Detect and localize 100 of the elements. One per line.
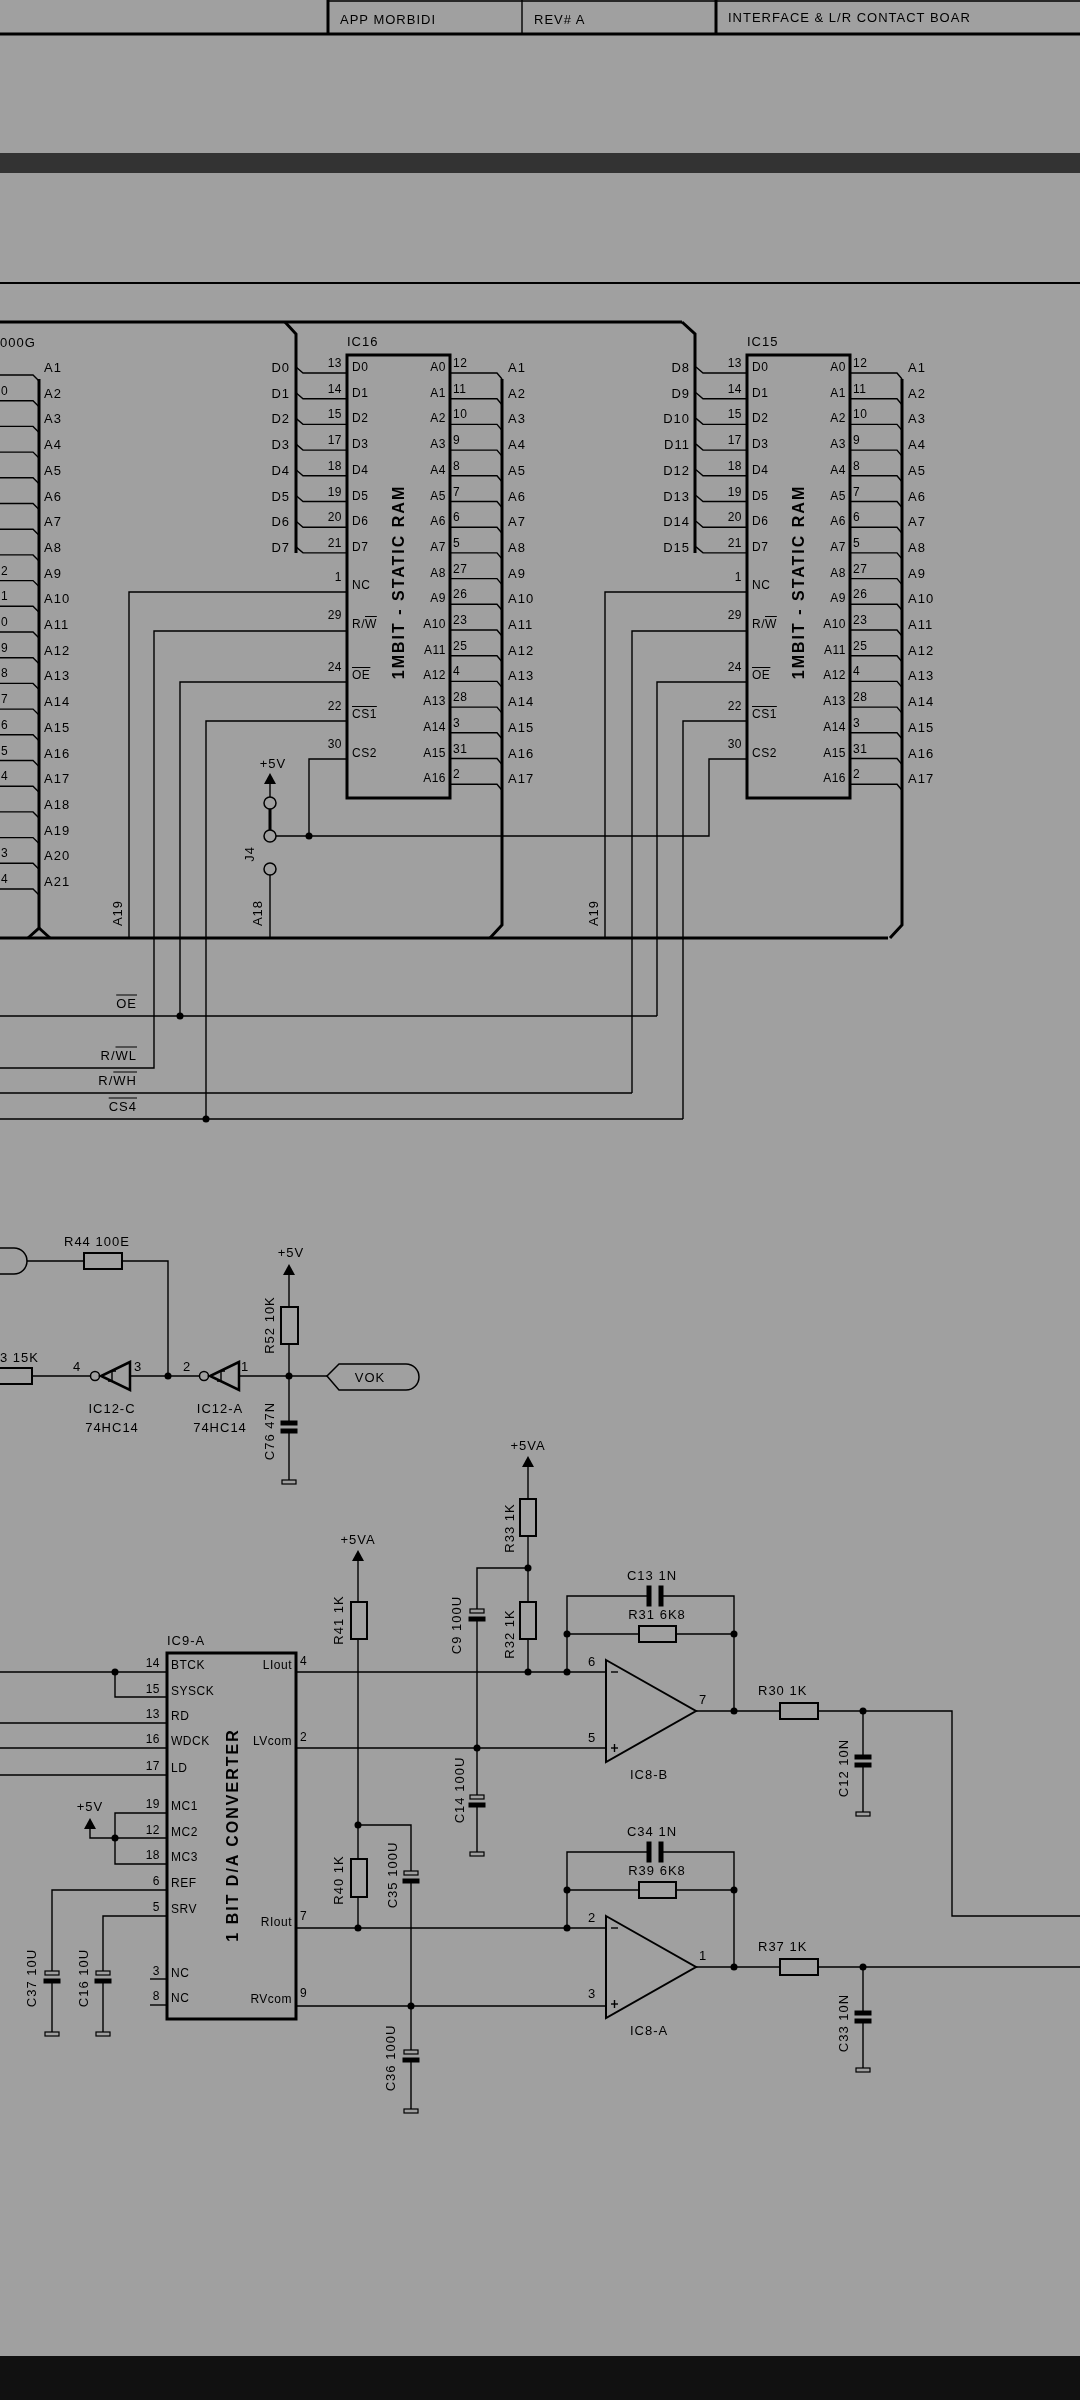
pin-name: D2 xyxy=(752,412,769,425)
pin-name: A11 xyxy=(424,643,446,656)
pin-name: A12 xyxy=(823,669,846,682)
net-label: D15 xyxy=(663,540,690,554)
pin-number: 8 xyxy=(152,1990,160,2002)
net-label: A4 xyxy=(508,437,526,451)
pin-number: 8 xyxy=(453,459,461,472)
pin-number: 1 xyxy=(698,1948,708,1962)
component-label: C9 100U xyxy=(449,1595,463,1655)
net-label: A12 xyxy=(44,643,71,657)
pin-name: LVcom xyxy=(253,1735,292,1747)
pin-name: A14 xyxy=(423,720,446,733)
pin-name: A3 xyxy=(830,438,846,451)
pin-number: 2 xyxy=(853,768,861,781)
pin-name: RIout xyxy=(260,1916,292,1928)
pin-name: D4 xyxy=(352,463,369,476)
component-label: R52 10K xyxy=(262,1296,276,1354)
pin-name: D0 xyxy=(752,361,769,373)
component-label: C12 10N xyxy=(836,1738,850,1798)
pin-number: 19 xyxy=(145,1798,160,1810)
pin-name: LD xyxy=(171,1762,188,1774)
pin-name: A0 xyxy=(830,361,846,373)
pin-number: 20 xyxy=(727,511,742,524)
net-label: A9 xyxy=(44,566,62,580)
chip-function-label: 1MBIT - STATIC RAM xyxy=(791,484,807,680)
component-label: R32 1K xyxy=(502,1609,516,1659)
net-label: D7 xyxy=(271,540,290,554)
pin-number: 18 xyxy=(145,1849,160,1861)
component-label: R30 1K xyxy=(758,1683,808,1697)
net-label: A21 xyxy=(44,874,71,888)
pin-number: 18 xyxy=(727,459,742,472)
pin-number: 17 xyxy=(145,1760,160,1772)
net-label: D5 xyxy=(271,489,290,502)
net-label: D14 xyxy=(663,514,690,528)
pin-name: D5 xyxy=(352,489,369,502)
net-label: A5 xyxy=(44,463,62,477)
voltage-label: +5V xyxy=(259,756,287,770)
component-label: R41 1K xyxy=(331,1595,345,1645)
pin-number: 11 xyxy=(453,382,467,395)
pin-number: 28 xyxy=(853,691,868,704)
pin-name: CS2 xyxy=(752,747,777,759)
pin-name: D3 xyxy=(752,438,769,451)
pin-number: 20 xyxy=(327,511,342,524)
pin-number: 2 xyxy=(453,768,461,781)
pin-name: R/W xyxy=(352,618,377,630)
pin-name: A13 xyxy=(423,695,446,708)
pin-number: 28 xyxy=(453,691,468,704)
pin-number: 27 xyxy=(853,562,868,575)
net-label: D0 xyxy=(271,360,290,374)
pin-name: A1 xyxy=(430,386,446,399)
pin-name: WDCK xyxy=(171,1735,210,1747)
title-block-text: INTERFACE & L/R CONTACT BOAR xyxy=(728,10,971,24)
net-label: A8 xyxy=(508,540,526,554)
pin-number: 23 xyxy=(453,614,468,626)
pin-name: A5 xyxy=(830,489,846,502)
pin-name: A6 xyxy=(430,515,446,528)
net-label: A8 xyxy=(908,540,926,554)
component-label: J4 xyxy=(242,846,256,862)
pin-name: A7 xyxy=(430,540,446,553)
pin-name: A7 xyxy=(830,540,846,553)
net-label: A15 xyxy=(908,720,935,734)
net-label: A17 xyxy=(44,771,71,785)
net-label: A14 xyxy=(44,694,71,708)
pin-name: NC xyxy=(171,1967,190,1979)
component-label: R40 1K xyxy=(331,1855,345,1905)
net-label: A16 xyxy=(508,746,535,759)
pin-number: 5 xyxy=(453,536,461,549)
net-label: D2 xyxy=(271,411,290,425)
pin-number: 6 xyxy=(152,1875,160,1887)
net-label: A10 xyxy=(908,591,935,605)
net-label: R/WH xyxy=(98,1073,137,1087)
pin-name: D0 xyxy=(352,361,369,373)
pin-number: 2 xyxy=(182,1359,192,1373)
net-label: A8 xyxy=(44,540,62,554)
pin-name: A16 xyxy=(823,772,846,785)
net-label: A5 xyxy=(508,463,526,477)
pin-number: 0 xyxy=(1,616,9,628)
component-label: IC8-B xyxy=(630,1767,669,1781)
pin-number: 3 xyxy=(1,847,9,860)
pin-number: 11 xyxy=(853,382,867,395)
pin-name: NC xyxy=(752,579,771,591)
pin-name: CS1 xyxy=(752,708,777,720)
pin-number: 21 xyxy=(727,536,742,549)
net-label: A19 xyxy=(110,899,124,927)
pin-number: 16 xyxy=(145,1733,160,1745)
pin-number: 2 xyxy=(1,564,9,577)
pin-number: 19 xyxy=(327,485,342,498)
pin-name: A3 xyxy=(430,438,446,451)
net-label: A19 xyxy=(586,899,600,927)
pin-name: D3 xyxy=(352,438,369,451)
pin-number: 3 xyxy=(453,716,461,729)
net-label: A18 xyxy=(250,899,264,927)
pin-name: R/W xyxy=(752,618,777,630)
net-label: D13 xyxy=(663,489,690,502)
pin-name: OE xyxy=(352,669,371,681)
pin-number: 13 xyxy=(727,357,742,369)
pin-name: A4 xyxy=(830,463,846,476)
pin-number: 29 xyxy=(727,609,742,621)
net-label: A6 xyxy=(508,489,526,502)
net-label: A9 xyxy=(508,566,526,580)
